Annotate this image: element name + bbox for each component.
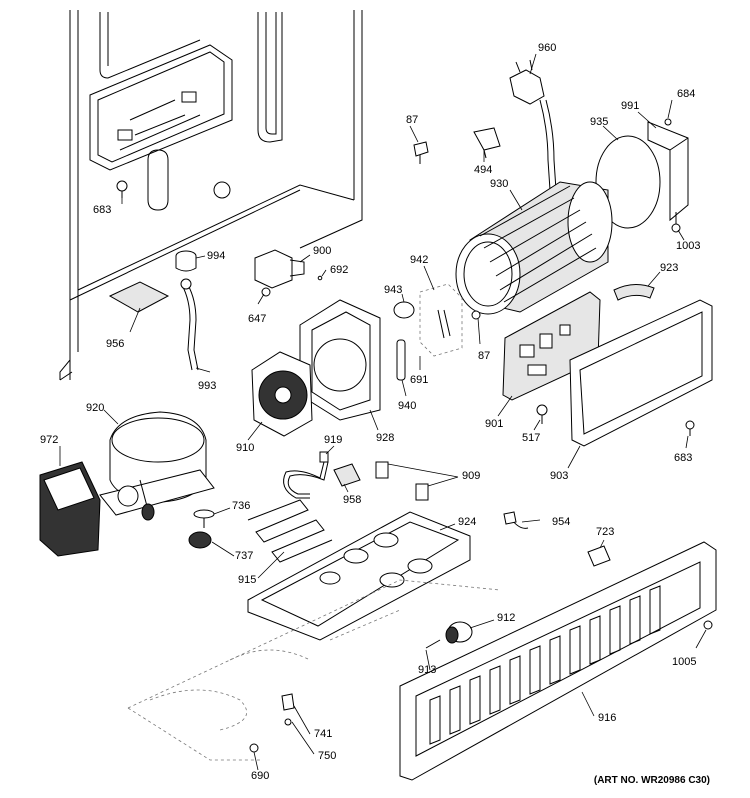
bottom-hardware [249, 693, 295, 753]
fan-part [251, 351, 313, 437]
drain-pan-part [247, 511, 471, 641]
part-label-1005: 1005 [672, 656, 697, 668]
screw-683-top [116, 180, 128, 198]
part-label-919: 919 [324, 434, 343, 446]
part-label-87-mid: 87 [478, 350, 491, 362]
part-label-913: 913 [418, 664, 437, 676]
part-label-691: 691 [410, 374, 429, 386]
leader-lines [59, 53, 707, 771]
part-label-910: 910 [236, 442, 255, 454]
part-label-930: 930 [490, 178, 509, 190]
compressor-part [99, 411, 215, 521]
part-label-684: 684 [677, 88, 696, 100]
part-label-972: 972 [40, 434, 59, 446]
part-label-737: 737 [235, 550, 254, 562]
part-label-920: 920 [86, 402, 105, 414]
part-label-901: 901 [485, 418, 504, 430]
part-label-741: 741 [314, 728, 333, 740]
part-label-87-top: 87 [406, 114, 419, 126]
grommet-and-tube-parts [108, 250, 199, 371]
part-label-723: 723 [596, 526, 615, 538]
part-label-991: 991 [621, 100, 640, 112]
inverter-box-part [39, 461, 101, 557]
part-label-692: 692 [330, 264, 349, 276]
part-label-912: 912 [497, 612, 516, 624]
valve-assembly-part [254, 249, 323, 297]
part-label-690: 690 [251, 770, 270, 782]
wire-and-sleeve-parts [503, 511, 611, 567]
tube-and-plugs [283, 451, 429, 501]
part-label-940: 940 [398, 400, 417, 412]
part-label-993: 993 [198, 380, 217, 392]
part-label-647: 647 [248, 313, 267, 325]
part-label-494: 494 [474, 164, 493, 176]
small-hardware [413, 127, 501, 164]
power-cord-part [509, 59, 557, 191]
heater-coil-part [247, 499, 333, 563]
cover-disc-part [595, 135, 661, 229]
fan-shroud-part [299, 299, 381, 421]
part-label-928: 928 [376, 432, 395, 444]
part-label-683-right: 683 [674, 452, 693, 464]
condenser-coil-part [455, 181, 613, 315]
part-label-935: 935 [590, 116, 609, 128]
part-label-1003: 1003 [676, 240, 701, 252]
mount-parts [188, 509, 215, 549]
part-label-909: 909 [462, 470, 481, 482]
part-label-750: 750 [318, 750, 337, 762]
part-label-924: 924 [458, 516, 477, 528]
part-label-900: 900 [313, 245, 332, 257]
part-label-916: 916 [598, 712, 617, 724]
art-number-caption: (ART NO. WR20986 C30) [593, 775, 710, 786]
part-label-958: 958 [343, 494, 362, 506]
part-label-517: 517 [522, 432, 541, 444]
part-label-903: 903 [550, 470, 569, 482]
base-floor-outline [127, 579, 501, 761]
part-label-915: 915 [238, 574, 257, 586]
board-cover-part [569, 284, 713, 447]
part-label-683-top: 683 [93, 204, 112, 216]
part-label-960: 960 [538, 42, 557, 54]
fan-motor-part [425, 621, 473, 649]
part-label-943: 943 [384, 284, 403, 296]
cabinet-back-illustration [59, 10, 363, 381]
part-label-994: 994 [207, 250, 226, 262]
part-label-736: 736 [232, 500, 251, 512]
part-label-942: 942 [410, 254, 429, 266]
grille-panel-part [399, 541, 717, 781]
part-label-954: 954 [552, 516, 571, 528]
part-label-923: 923 [660, 262, 679, 274]
part-label-956: 956 [106, 338, 125, 350]
